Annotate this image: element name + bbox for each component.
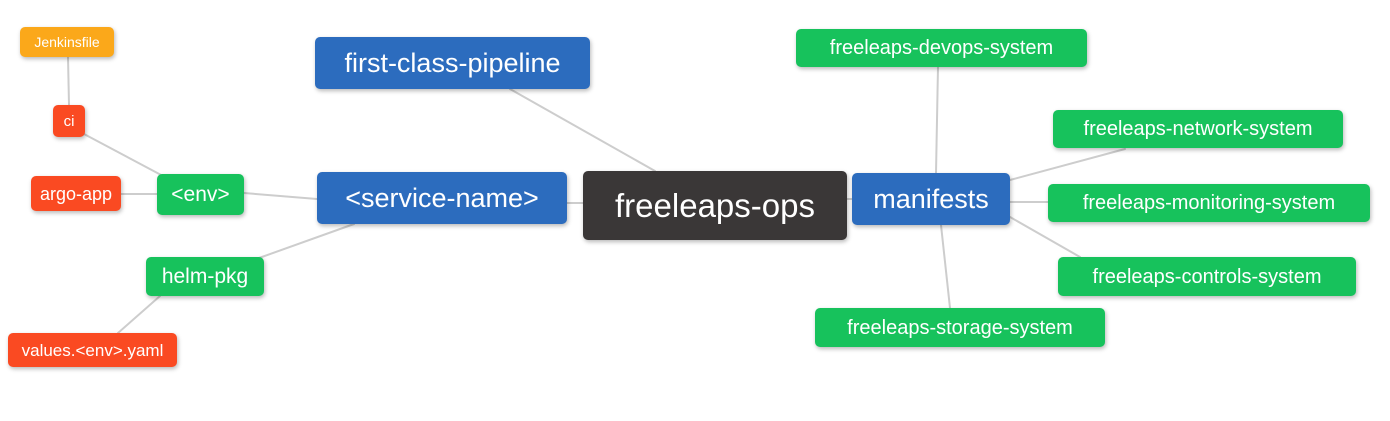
- node-network-system[interactable]: freeleaps-network-system: [1053, 110, 1343, 148]
- node-label: freeleaps-monitoring-system: [1082, 192, 1336, 214]
- node-label: freeleaps-ops: [615, 187, 815, 224]
- node-label: helm-pkg: [161, 265, 249, 288]
- node-manifests[interactable]: manifests: [852, 173, 1010, 225]
- node-label: freeleaps-storage-system: [847, 316, 1073, 339]
- node-label: Jenkinsfile: [34, 34, 100, 50]
- node-monitoring-system[interactable]: freeleaps-monitoring-system: [1048, 184, 1370, 222]
- node-label: manifests: [873, 183, 989, 214]
- edge-manifests-to-devops-system: [935, 66, 939, 174]
- node-label: freeleaps-network-system: [1083, 118, 1313, 140]
- edge-manifests-to-network-system: [1009, 148, 1126, 181]
- node-devops-system[interactable]: freeleaps-devops-system: [796, 29, 1087, 67]
- node-storage-system[interactable]: freeleaps-storage-system: [815, 308, 1105, 347]
- node-values-env-yaml[interactable]: values.<env>.yaml: [8, 333, 177, 367]
- node-first-class-pipeline[interactable]: first-class-pipeline: [315, 37, 590, 89]
- node-label: freeleaps-controls-system: [1092, 265, 1322, 288]
- edge-env-to-ci: [83, 133, 164, 177]
- node-label: freeleaps-devops-system: [829, 37, 1054, 59]
- node-jenkinsfile[interactable]: Jenkinsfile: [20, 27, 114, 57]
- edge-helm-pkg-to-values-env-yaml: [117, 295, 161, 334]
- edge-service-name-to-env: [243, 192, 318, 200]
- node-ci[interactable]: ci: [53, 105, 85, 137]
- node-label: <env>: [171, 183, 230, 206]
- edge-service-name-to-helm-pkg: [258, 223, 355, 259]
- edge-ci-to-jenkinsfile: [67, 56, 70, 106]
- node-label: <service-name>: [345, 182, 539, 213]
- node-label: argo-app: [39, 183, 113, 204]
- node-label: first-class-pipeline: [344, 47, 561, 78]
- edge-freeleaps-ops-to-first-class-pipeline: [509, 88, 656, 172]
- node-helm-pkg[interactable]: helm-pkg: [146, 257, 264, 296]
- edge-manifests-to-storage-system: [940, 224, 951, 309]
- node-env[interactable]: <env>: [157, 174, 244, 215]
- edge-manifests-to-controls-system: [1009, 216, 1081, 258]
- node-service-name[interactable]: <service-name>: [317, 172, 567, 224]
- node-freeleaps-ops[interactable]: freeleaps-ops: [583, 171, 847, 240]
- node-argo-app[interactable]: argo-app: [31, 176, 121, 211]
- node-label: ci: [63, 112, 75, 130]
- node-controls-system[interactable]: freeleaps-controls-system: [1058, 257, 1356, 296]
- node-label: values.<env>.yaml: [21, 340, 164, 360]
